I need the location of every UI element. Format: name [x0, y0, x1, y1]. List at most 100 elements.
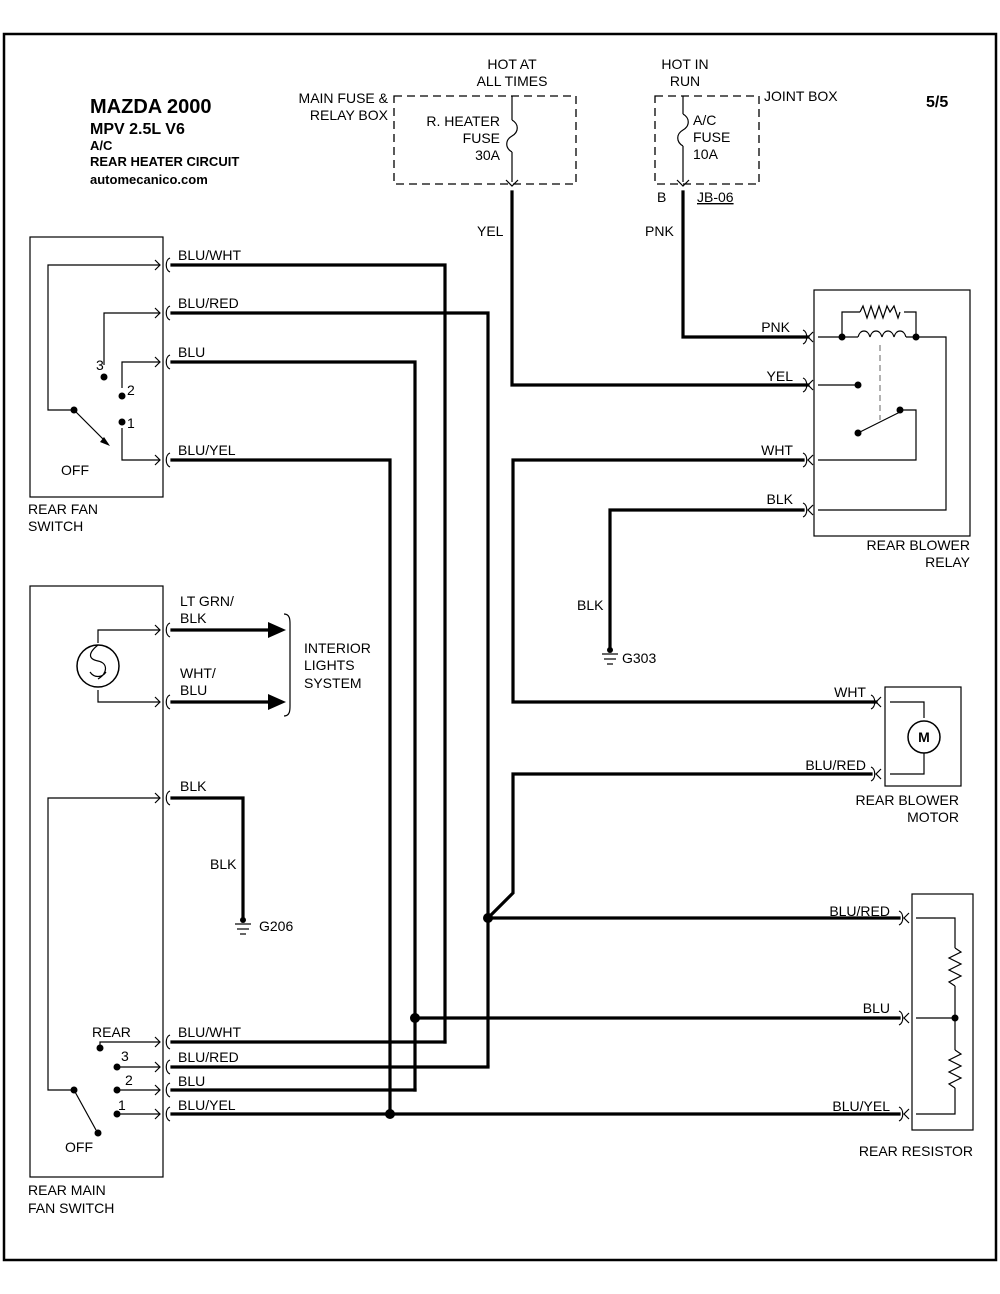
- hot-at-all-times-label-2: ALL TIMES: [477, 73, 548, 89]
- ac-fuse-rating: 10A: [693, 146, 719, 162]
- joint-box-label: JOINT BOX: [764, 88, 838, 104]
- ground-g206-icon: [235, 917, 251, 935]
- main-fuse-box: [393, 95, 577, 185]
- hot-in-run-label-2: RUN: [670, 73, 700, 89]
- rear-resistor-box: [911, 893, 974, 1131]
- main-switch-pos-2: 2: [125, 1072, 133, 1088]
- wht-blu-label: WHT/: [180, 665, 216, 681]
- rear-fan-switch-box: [29, 236, 164, 498]
- heater-fuse-label: R. HEATER: [426, 113, 500, 129]
- rear-fan-blu-wht-wire: [170, 263, 447, 1044]
- ac-fuse-label: A/C: [693, 112, 716, 128]
- yel-feed-label: YEL: [477, 223, 504, 239]
- resistor-connectors: [898, 910, 910, 1122]
- rear-fan-blu-wire: [170, 360, 417, 1092]
- lamp-connectors: [154, 622, 171, 710]
- relay-coil: [818, 304, 947, 511]
- splice-blu: [410, 1013, 420, 1023]
- resistor-blu-label: BLU: [863, 1000, 890, 1016]
- rear-fan-switch-label-2: SWITCH: [28, 518, 83, 534]
- rear-fan-switch-label: REAR FAN: [28, 501, 98, 517]
- wht-blu-arrow-icon: [268, 694, 286, 710]
- pnk-feed-wire: [681, 190, 810, 339]
- main-switch-pos-off: OFF: [65, 1139, 93, 1155]
- rear-blower-relay-label-2: RELAY: [925, 554, 971, 570]
- main-switch-pos-1: 1: [118, 1097, 126, 1113]
- heater-fuse-rating: 30A: [475, 147, 501, 163]
- system-label: A/C: [90, 138, 113, 153]
- vehicle-model: MPV 2.5L V6: [90, 121, 185, 138]
- rear-fan-switch-blade: [73, 409, 109, 445]
- main-blu-red-label: BLU/RED: [178, 1049, 239, 1065]
- relay-contacts: [818, 381, 917, 461]
- yel-feed-wire: [510, 190, 810, 387]
- rear-fan-switch-connectors: [154, 257, 171, 468]
- ground-g303-label: G303: [622, 650, 656, 666]
- resistor-blu-red-label: BLU/RED: [829, 903, 890, 919]
- relay-wht-wire: [511, 458, 878, 704]
- rear-fan-pos-2: 2: [127, 382, 135, 398]
- rear-blower-motor-label-2: MOTOR: [907, 809, 959, 825]
- relay-wht-label: WHT: [761, 442, 793, 458]
- main-switch-pos-rear: REAR: [92, 1024, 131, 1040]
- interior-lights-label: INTERIOR: [304, 640, 371, 656]
- connector-b-label: B: [657, 189, 666, 205]
- rear-blower-motor-label: REAR BLOWER: [856, 792, 959, 808]
- lt-grn-blk-label-2: BLK: [180, 610, 207, 626]
- rear-blower-relay-box: [813, 289, 971, 537]
- main-switch-pos-3: 3: [121, 1048, 129, 1064]
- heater-fuse-symbol: [506, 119, 518, 153]
- page-number: 5/5: [926, 94, 948, 111]
- rear-main-fan-switch-box: [29, 585, 164, 1178]
- ground-g303-icon: [602, 647, 618, 665]
- main-blu-label: BLU: [178, 1073, 205, 1089]
- rear-blower-relay-label: REAR BLOWER: [867, 537, 970, 553]
- rear-main-fan-switch-label-2: FAN SWITCH: [28, 1200, 114, 1216]
- interior-lights-label-3: SYSTEM: [304, 675, 362, 691]
- main-switch-connectors: [154, 1034, 171, 1122]
- rear-fan-blu-red-wire: [170, 311, 490, 1067]
- rear-fan-blu-label: BLU: [178, 344, 205, 360]
- circuit-label: REAR HEATER CIRCUIT: [90, 154, 239, 169]
- page-border: [2, 32, 998, 1262]
- relay-yel-label: YEL: [767, 368, 794, 384]
- main-switch-contacts: [70, 1041, 160, 1137]
- main-blu-yel-label: BLU/YEL: [178, 1097, 236, 1113]
- main-blk-label: BLK: [180, 778, 207, 794]
- hot-in-run-label: HOT IN: [661, 56, 708, 72]
- splice-blu-yel: [385, 1109, 395, 1119]
- rear-fan-pos-1: 1: [127, 415, 135, 431]
- ac-fuse-symbol: [677, 113, 689, 147]
- diagram-title: MAZDA 2000: [90, 96, 212, 118]
- site-label: automecanico.com: [90, 172, 208, 187]
- rear-fan-blu-yel-wire: [170, 458, 392, 1116]
- rear-blower-motor-box: [884, 686, 962, 787]
- blk-connector: [154, 790, 171, 806]
- motor-symbol: M: [918, 729, 930, 745]
- g206-wire: [170, 796, 245, 920]
- motor-wht-label: WHT: [834, 684, 866, 700]
- interior-lights-bracket: [283, 613, 291, 717]
- interior-lights-label-2: LIGHTS: [304, 657, 355, 673]
- lt-grn-blk-label: LT GRN/: [180, 593, 234, 609]
- rear-fan-blu-yel-label: BLU/YEL: [178, 442, 236, 458]
- motor-blu-red-wire: [485, 772, 873, 921]
- relay-connectors: [802, 329, 814, 518]
- wht-blu-label-2: BLU: [180, 682, 207, 698]
- resistor-blu-yel-label: BLU/YEL: [832, 1098, 890, 1114]
- rear-fan-pos-3: 3: [96, 357, 104, 373]
- relay-blk-label: BLK: [767, 491, 794, 507]
- main-fuse-box-label-2: RELAY BOX: [310, 107, 389, 123]
- main-blu-wht-label: BLU/WHT: [178, 1024, 241, 1040]
- ground-g206-label: G206: [259, 918, 293, 934]
- resistor-elements: [916, 917, 963, 1115]
- lt-grn-blk-arrow-icon: [268, 622, 286, 638]
- motor-blu-red-label: BLU/RED: [805, 757, 866, 773]
- rear-main-fan-switch-label: REAR MAIN: [28, 1182, 106, 1198]
- motor-connectors: [870, 694, 882, 782]
- ac-fuse-label-2: FUSE: [693, 129, 730, 145]
- rear-fan-pos-off: OFF: [61, 462, 89, 478]
- blk-g303-label: BLK: [577, 597, 604, 613]
- rear-resistor-label: REAR RESISTOR: [859, 1143, 973, 1159]
